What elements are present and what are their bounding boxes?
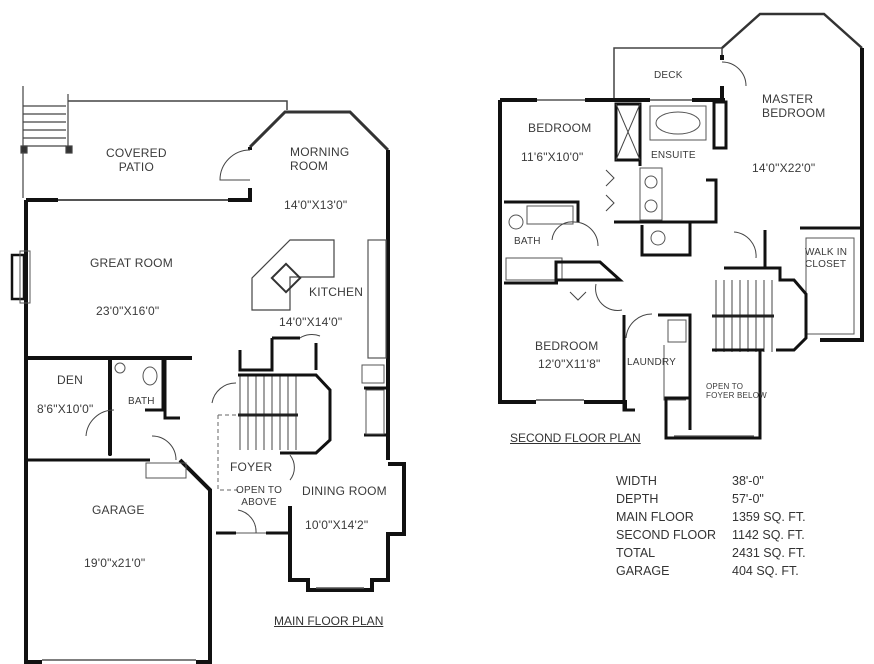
room-dims-garage: 19'0"x21'0": [84, 556, 146, 570]
room-dims-great-room: 23'0"X16'0": [96, 304, 160, 318]
room-name-line2: ROOM: [290, 159, 329, 173]
label-line2: ABOVE: [241, 497, 277, 508]
patio-outline: [68, 100, 288, 110]
room-name-line2: BEDROOM: [762, 106, 826, 120]
room-name: MASTER: [762, 92, 814, 106]
label-open-to-above: OPEN TO ABOVE: [236, 485, 282, 509]
room-label-den: DEN: [57, 373, 83, 387]
room-label-bath: BATH: [128, 396, 155, 407]
room-name: WALK IN: [805, 247, 848, 258]
room-label-deck: DECK: [654, 70, 683, 81]
main-floor-plan-title: MAIN FLOOR PLAN: [274, 614, 384, 628]
room-label-foyer: FOYER: [230, 460, 273, 474]
second-floor-plan: [498, 12, 864, 440]
spec-label: DEPTH: [616, 492, 659, 506]
main-stairs: [238, 375, 298, 450]
room-name: COVERED: [106, 146, 167, 160]
room-label-laundry: LAUNDRY: [627, 357, 677, 368]
spec-row-depth: DEPTH 57'-0": [616, 490, 842, 508]
spec-value: 2431 SQ. FT.: [732, 546, 806, 560]
room-label-dining-room: DINING ROOM: [302, 484, 387, 498]
room-label-garage: GARAGE: [92, 503, 145, 517]
spec-value: 404 SQ. FT.: [732, 564, 799, 578]
room-dims-bedroom-2: 12'0"X11'8": [538, 357, 601, 371]
room-label-bedroom-1: BEDROOM: [528, 121, 592, 135]
room-label-ensuite: ENSUITE: [651, 150, 696, 161]
room-label-master-bedroom: MASTER BEDROOM: [762, 92, 825, 120]
room-name-line2: PATIO: [118, 160, 154, 174]
second-floor-plan-title: SECOND FLOOR PLAN: [510, 431, 641, 445]
label-line1: OPEN TO: [236, 485, 283, 496]
room-label-bedroom-2: BEDROOM: [535, 339, 599, 353]
room-dims-morning-room: 14'0"X13'0": [284, 198, 348, 212]
house-specs-table: WIDTH 38'-0" DEPTH 57'-0" MAIN FLOOR 135…: [616, 472, 842, 580]
label-line2: FOYER BELOW: [706, 391, 767, 400]
room-label-walk-in-closet: WALK IN CLOSET: [805, 247, 847, 271]
spec-value: 1142 SQ. FT.: [732, 528, 805, 542]
spec-label: MAIN FLOOR: [616, 510, 694, 524]
spec-row-width: WIDTH 38'-0": [616, 472, 842, 490]
spec-value: 38'-0": [732, 474, 764, 488]
room-dims-dining-room: 10'0"X14'2": [305, 518, 369, 532]
room-dims-kitchen: 14'0"X14'0": [279, 315, 343, 329]
spec-label: SECOND FLOOR: [616, 528, 717, 542]
exterior-stairs: [20, 86, 73, 154]
spec-row-second-floor: SECOND FLOOR 1142 SQ. FT.: [616, 526, 842, 544]
spec-row-main-floor: MAIN FLOOR 1359 SQ. FT.: [616, 508, 842, 526]
room-name-line2: CLOSET: [805, 259, 847, 270]
label-open-to-foyer-below: OPEN TO FOYER BELOW: [706, 382, 767, 400]
room-label-great-room: GREAT ROOM: [90, 256, 173, 270]
spec-value: 1359 SQ. FT.: [732, 510, 806, 524]
room-label-bath-upper: BATH: [514, 236, 541, 247]
main-floor-plan: [10, 86, 406, 664]
label-line1: OPEN TO: [706, 382, 744, 391]
room-dims-master-bedroom: 14'0"X22'0": [752, 161, 816, 175]
spec-row-total: TOTAL 2431 SQ. FT.: [616, 544, 842, 562]
room-name: MORNING: [290, 145, 350, 159]
spec-label: GARAGE: [616, 564, 670, 578]
room-label-covered-patio: COVERED PATIO: [106, 146, 167, 174]
spec-label: TOTAL: [616, 546, 656, 560]
room-dims-den: 8'6"X10'0": [37, 402, 94, 416]
room-dims-bedroom-1: 11'6"X10'0": [521, 150, 584, 164]
room-label-kitchen: KITCHEN: [309, 285, 364, 299]
spec-row-garage: GARAGE 404 SQ. FT.: [616, 562, 842, 580]
spec-label: WIDTH: [616, 474, 657, 488]
upper-stairs: [712, 280, 774, 352]
room-label-morning-room: MORNING ROOM: [290, 145, 349, 173]
spec-value: 57'-0": [732, 492, 764, 506]
